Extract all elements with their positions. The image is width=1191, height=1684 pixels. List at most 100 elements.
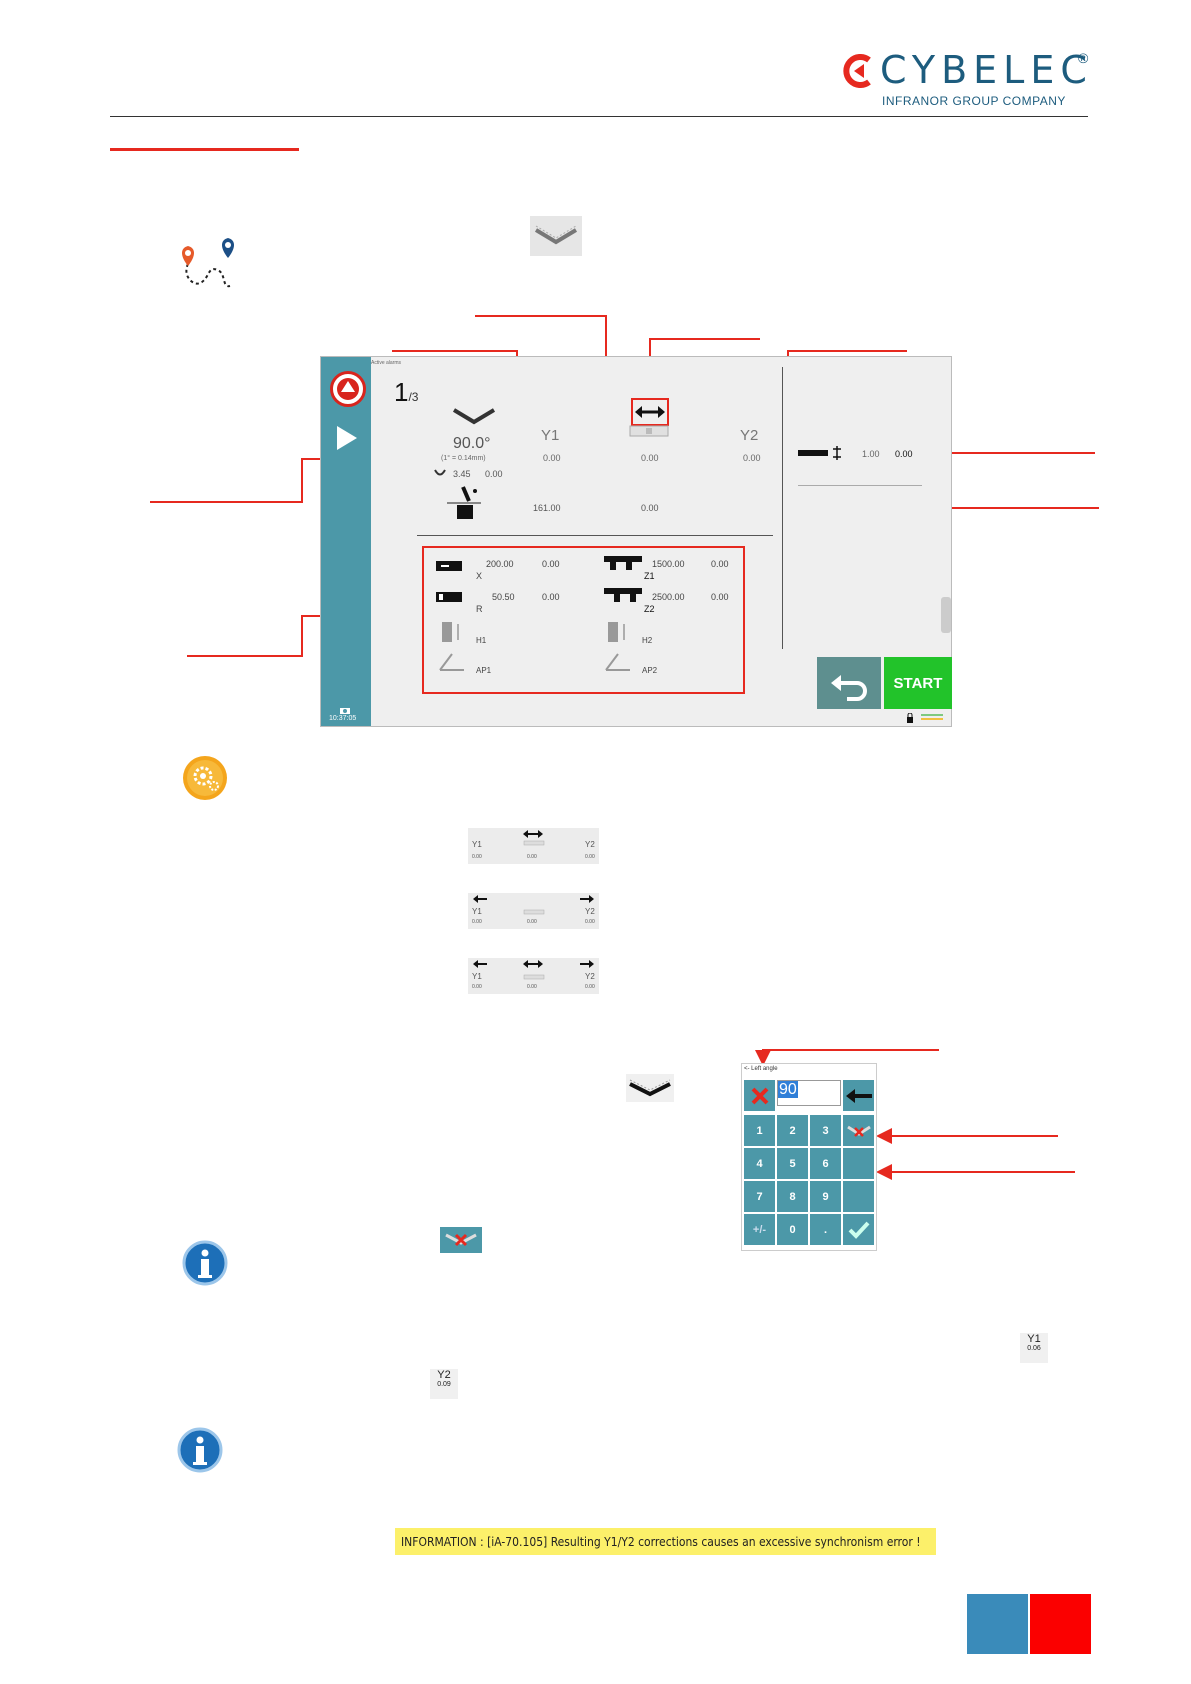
keypad-reset-correction-button[interactable] [843, 1115, 874, 1146]
z1-correction[interactable]: 0.00 [711, 559, 729, 569]
close-icon [751, 1087, 768, 1104]
double-arrow-icon [523, 960, 543, 968]
keypad-key-4[interactable]: 4 [744, 1148, 775, 1179]
keypad-empty-key[interactable] [843, 1148, 874, 1179]
keypad-key-6[interactable]: 6 [810, 1148, 841, 1179]
r-axis-icon [436, 592, 462, 602]
r-value[interactable]: 50.50 [492, 592, 515, 602]
thickness-value[interactable]: 0.00 [895, 449, 913, 459]
brand-name: CYBELEC [880, 48, 1093, 92]
reset-correction-inline-icon [440, 1227, 482, 1253]
settings-gear-icon [183, 756, 227, 800]
angle-note: (1° = 0.14mm) [441, 455, 486, 462]
registered-mark: ® [1078, 50, 1089, 66]
screen-sidebar [321, 357, 371, 726]
brand-tagline: INFRANOR GROUP COMPANY [882, 94, 1066, 108]
crowning-value[interactable]: 161.00 [533, 503, 561, 513]
r-correction[interactable]: 0.00 [542, 592, 560, 602]
step-total: /3 [408, 390, 419, 404]
footer-blue-block [967, 1594, 1028, 1654]
clock: 10:37:05 [329, 715, 357, 722]
y1-label: Y1 [472, 972, 482, 981]
alarm-button[interactable] [330, 371, 366, 407]
x-label: X [476, 571, 483, 581]
z2-value[interactable]: 2500.00 [652, 592, 685, 602]
alarm-icon [337, 378, 359, 400]
double-arrow-icon [523, 830, 543, 838]
keypad-empty-key-2[interactable] [843, 1181, 874, 1212]
y1-value: 0.00 [472, 854, 482, 860]
keypad-key-7[interactable]: 7 [744, 1181, 775, 1212]
x-axis-icon [436, 561, 462, 571]
y1-value: 0.00 [472, 984, 482, 990]
x-correction[interactable]: 0.00 [542, 559, 560, 569]
keypad-input-value: 90 [778, 1081, 798, 1098]
both-axes-toggle[interactable] [631, 398, 669, 426]
play-icon[interactable] [335, 425, 359, 451]
mini-panel-sides: Y1 0.00 0.00 Y2 0.00 [468, 893, 599, 929]
keypad-key-0[interactable]: 0 [777, 1214, 808, 1245]
center-value[interactable]: 0.00 [641, 453, 659, 463]
y2-label: Y2 [585, 907, 595, 916]
keypad-confirm-button[interactable] [843, 1214, 874, 1245]
y1-chip-label: Y1 [1027, 1333, 1041, 1345]
ap1-axis-icon [439, 653, 464, 671]
keypad-input[interactable]: 90 [777, 1080, 841, 1106]
keypad-key-1[interactable]: 1 [744, 1115, 775, 1146]
bend-shape-icon[interactable] [451, 405, 497, 427]
left-arrow-icon [473, 960, 487, 968]
header-divider [110, 116, 1088, 117]
keypad-key-dot[interactable]: . [810, 1214, 841, 1245]
h2-label: H2 [642, 636, 653, 645]
ap2-label: AP2 [642, 666, 658, 675]
y2-value[interactable]: 0.00 [743, 453, 761, 463]
main-divider [417, 535, 773, 536]
keypad-key-8[interactable]: 8 [777, 1181, 808, 1212]
keypad-key-sign[interactable]: +/- [744, 1214, 775, 1245]
start-button[interactable]: START [884, 657, 952, 709]
machine-screen: Active alarms 1/3 90.0° (1° = 0.14mm) 3.… [320, 356, 952, 727]
thickness-icon [798, 446, 841, 460]
keypad-backspace-button[interactable] [843, 1080, 874, 1111]
beam-icon [629, 425, 669, 437]
scroll-handle[interactable] [941, 597, 951, 633]
keypad-key-3[interactable]: 3 [810, 1115, 841, 1146]
springback-icon [434, 469, 446, 476]
y1-label: Y1 [541, 427, 560, 444]
undo-arrow-icon [831, 675, 867, 701]
z2-correction[interactable]: 0.00 [711, 592, 729, 602]
y1-chip: Y1 0.06 [1020, 1333, 1048, 1363]
y2-value: 0.00 [585, 919, 595, 925]
y2-label: Y2 [740, 427, 759, 444]
y2-value: 0.00 [585, 984, 595, 990]
z1-axis-icon [604, 556, 642, 570]
y1-value[interactable]: 0.00 [543, 453, 561, 463]
vertical-divider [782, 367, 783, 649]
keypad-key-5[interactable]: 5 [777, 1148, 808, 1179]
mini-panel-all: Y1 0.00 0.00 Y2 0.00 [468, 958, 599, 994]
keypad-cancel-button[interactable] [744, 1080, 775, 1111]
back-button[interactable] [817, 657, 881, 709]
beam-icon [523, 909, 545, 915]
bend-angle-small-icon [626, 1074, 674, 1102]
y2-chip-label: Y2 [437, 1369, 451, 1381]
cybelec-logo: CYBELEC ® INFRANOR GROUP COMPANY [842, 48, 1092, 110]
lock-icon [907, 713, 913, 723]
reset-correction-icon [846, 1125, 871, 1137]
right-arrow-icon [580, 960, 594, 968]
crowning-tool-icon [447, 486, 481, 519]
step-counter: 1/3 [394, 377, 418, 408]
keypad-title: <- Left angle [744, 1066, 778, 1072]
info-icon [182, 1240, 228, 1286]
double-arrow-icon [635, 406, 665, 418]
footer-red-block [1030, 1594, 1091, 1654]
z1-value[interactable]: 1500.00 [652, 559, 685, 569]
center-value: 0.00 [527, 854, 537, 860]
camera-icon[interactable] [339, 707, 351, 715]
mini-panel-both: Y1 0.00 0.00 Y2 0.00 [468, 828, 599, 864]
x-value[interactable]: 200.00 [486, 559, 514, 569]
keypad-key-2[interactable]: 2 [777, 1115, 808, 1146]
angle-value[interactable]: 90.0° [453, 435, 491, 452]
keypad-key-9[interactable]: 9 [810, 1181, 841, 1212]
crowning-correction[interactable]: 0.00 [641, 503, 659, 513]
